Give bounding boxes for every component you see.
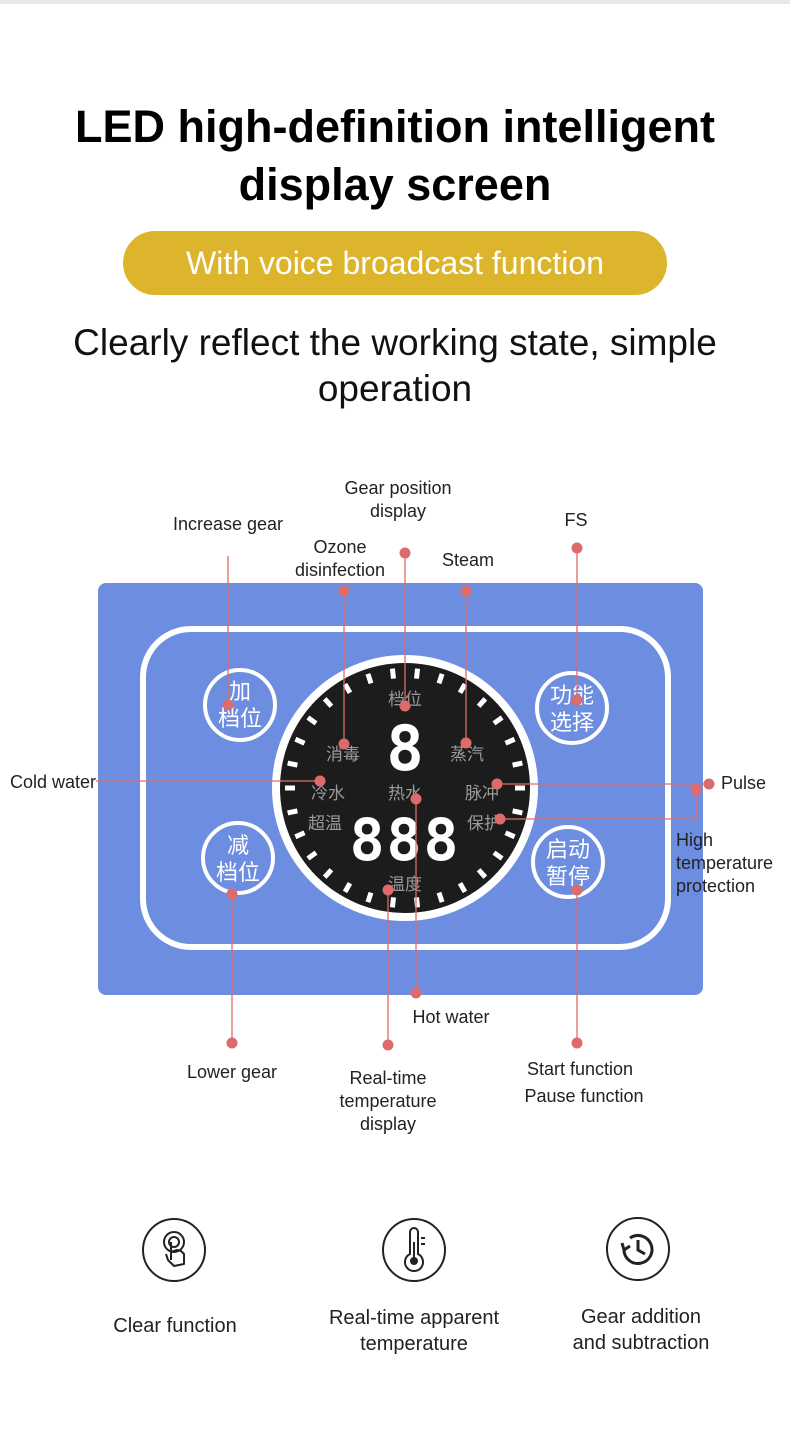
label-hot-water: Hot water [412,1007,490,1027]
title-line-2: display screen [238,159,552,210]
voice-banner: With voice broadcast function [123,231,667,295]
touch-icon [142,1218,206,1282]
display-tick [287,760,298,768]
display-tick [389,897,396,908]
sub-gear-label-2: 档位 [216,861,260,886]
label-steam: Steam [441,550,495,570]
display-tick [436,673,445,685]
function-label-2: 选择 [550,711,594,736]
display-disinfect-text: 消毒 [326,745,360,765]
label-high-temp: High temperature protection [676,830,774,896]
control-panel-diagram: 加 档位 减 档位 功能 选择 启动 暂停 档位 消毒 蒸汽 冷水 热水 脉冲 … [96,542,715,1051]
callout-lines [96,548,709,1045]
label-pulse: Pulse [721,773,767,793]
display-tick [436,891,445,903]
label-start-function: Start function [526,1059,634,1079]
function-select-button[interactable]: 功能 选择 [535,671,609,745]
function-label-1: 功能 [550,684,594,709]
add-gear-label-2: 档位 [218,707,262,732]
page-title: LED high-definition intelligent display … [0,98,790,214]
display-tick [414,897,421,908]
start-label-2: 暂停 [546,865,590,890]
display-steam-text: 蒸汽 [450,745,484,765]
display-pulse-text: 脉冲 [465,784,499,804]
display-tick [389,668,396,679]
display-tick [322,868,334,879]
label-fs: FS [564,510,588,530]
start-label-1: 启动 [546,838,590,863]
display-protect-text: 保护 [467,814,501,834]
subtitle: Clearly reflect the working state, simpl… [20,320,770,412]
display-screen [280,663,530,913]
add-gear-label-1: 加 [229,680,251,705]
label-increase-gear: Increase gear [172,514,284,534]
label-ozone: Ozone disinfection [294,537,386,580]
display-overtemp-text: 超温 [308,814,342,834]
display-tick [294,830,306,840]
display-tick [294,736,306,746]
display-tick [306,715,318,726]
sub-gear-button[interactable]: 减 档位 [201,821,275,895]
display-tick [457,682,468,694]
display-tick [414,668,421,679]
display-tick [512,760,523,768]
display-tick [492,715,504,726]
title-line-1: LED high-definition intelligent [75,101,715,152]
display-tick [504,736,516,746]
display-tick [322,697,334,708]
thermometer-icon [382,1218,446,1282]
label-pause-function: Pause function [524,1086,644,1106]
label-cold-water: Cold water [10,772,97,792]
label-realtime-temp: Real-time temperature display [339,1068,437,1134]
display-temp-text: 温度 [388,875,422,895]
subtitle-line-2: operation [317,368,473,409]
label-gear-position: Gear position display [344,478,452,521]
sub-gear-label-1: 减 [227,834,249,859]
display-tick [492,850,504,861]
subtitle-line-1: Clearly reflect the working state, simpl… [73,322,717,363]
feature-realtime-temperature: Real-time apparent temperature [328,1307,500,1355]
add-gear-button[interactable]: 加 档位 [203,668,277,742]
display-tick [342,682,353,694]
display-tick-ring [285,668,525,908]
display-tick [287,808,298,816]
display-tick [476,697,488,708]
display-tick [342,882,353,894]
display-tick [457,882,468,894]
feature-clear-function: Clear function [113,1315,237,1337]
temperature-digit-display: 888 [350,806,461,874]
display-tick [365,673,374,685]
label-lower-gear: Lower gear [186,1062,278,1082]
display-cold-text: 冷水 [311,784,345,804]
feature-gear-add-sub: Gear addition and subtraction [572,1306,710,1354]
display-tick [512,808,523,816]
clock-icon [606,1217,670,1281]
display-tick [476,868,488,879]
display-tick [504,830,516,840]
top-divider [0,0,790,4]
display-tick [306,850,318,861]
start-pause-button[interactable]: 启动 暂停 [531,825,605,899]
gear-digit-display: 8 [386,712,423,785]
callout-markers [222,542,715,1051]
display-tick [365,891,374,903]
